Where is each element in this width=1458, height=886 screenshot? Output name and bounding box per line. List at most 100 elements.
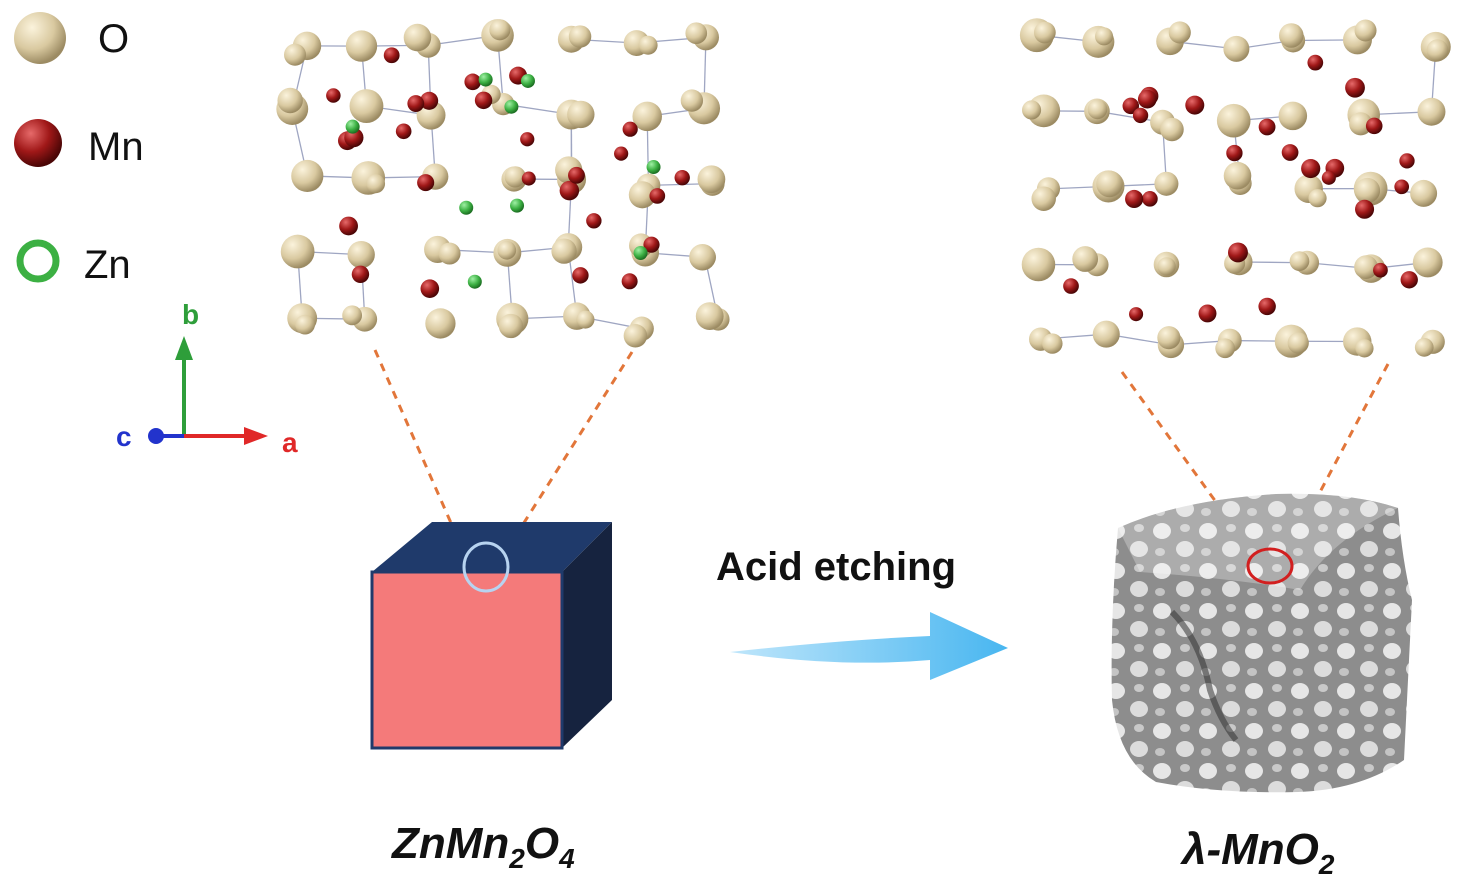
oxygen-atom-icon [277,87,303,114]
oxygen-atom-icon [403,23,432,52]
manganese-atom-icon [520,132,535,147]
oxygen-atom-icon [1087,99,1108,120]
oxygen-atom-icon [283,43,307,66]
manganese-atom-icon [1365,117,1383,135]
zoom-line [373,349,464,549]
manganese-atom-icon [407,95,425,112]
manganese-atom-icon [1228,242,1248,263]
zinc-atom-icon [345,119,360,134]
legend-item-manganese: Mn [14,119,144,169]
formula-part: O [525,819,559,868]
manganese-atom-icon [1345,77,1365,98]
oxygen-atom-icon [345,30,378,62]
formula-subscript: 4 [558,843,575,874]
b-axis-arrowhead-icon [175,336,193,360]
oxygen-atom-icon [1072,246,1099,272]
manganese-atom-icon [1122,97,1140,115]
oxygen-atom-icon [632,101,662,132]
oxygen-atom-icon [1355,339,1374,358]
zoom-circle-icon [1246,547,1294,585]
oxygen-atom-icon [295,314,315,335]
zoom-line [506,351,634,549]
oxygen-atom-icon [291,159,324,193]
manganese-atom-icon [1355,199,1375,219]
porous-cube-top-shade [1118,493,1398,590]
oxygen-atom-icon [1157,326,1181,350]
manganese-sphere-icon [14,119,62,167]
zinc-atom-icon [646,160,661,175]
manganese-atom-icon [395,123,412,140]
manganese-atom-icon [1258,118,1276,136]
oxygen-atom-icon [697,165,726,194]
manganese-atom-icon [568,166,585,184]
oxygen-atom-icon [695,302,724,331]
cube-top-face [372,522,612,572]
oxygen-atom-icon [1031,186,1056,211]
oxygen-atom-icon [1215,338,1235,359]
zinc-ring-icon [16,239,60,283]
legend-item-zinc: Zn [16,239,131,287]
zoom-lines-left [373,349,634,549]
manganese-atom-icon [383,47,400,64]
oxygen-atom-icon [638,35,658,55]
oxygen-atom-icon [1216,103,1251,138]
oxygen-atom-icon [504,166,526,188]
manganese-atom-icon [344,127,364,148]
manganese-atom-icon [643,236,660,253]
manganese-atom-icon [1307,54,1324,71]
manganese-atom-icon [1400,271,1418,289]
manganese-atom-icon [1321,170,1336,185]
manganese-atom-icon [614,146,629,161]
oxygen-atom-icon [1278,101,1308,131]
legend-label-oxygen: O [98,17,129,61]
oxygen-atom-icon [1092,320,1120,348]
oxygen-atom-icon [1160,117,1184,142]
oxygen-atom-icon [498,313,524,339]
b-axis-label: b [182,299,199,330]
formula-subscript: 2 [1318,849,1335,880]
oxygen-atom-icon [342,305,363,326]
manganese-atom-icon [1373,262,1388,278]
znmn2o4-cube [370,522,612,750]
oxygen-atom-icon [349,89,384,123]
formula-subscript: 2 [508,843,525,874]
zinc-atom-icon [633,245,648,260]
manganese-atom-icon [464,73,482,91]
oxygen-atom-icon [1308,189,1327,208]
legend-item-oxygen: O [14,12,129,64]
manganese-atom-icon [586,213,602,229]
manganese-atom-icon [420,279,440,298]
zinc-atom-icon [478,72,493,87]
manganese-atom-icon [1129,307,1144,322]
oxygen-atom-icon [1354,19,1377,42]
oxygen-atom-icon [1287,332,1309,354]
mno2-porous-cube [1111,493,1412,793]
manganese-atom-icon [420,91,439,110]
manganese-atom-icon [1132,107,1149,124]
manganese-atom-icon [1142,191,1158,207]
oxygen-atom-icon [1094,27,1114,46]
oxygen-atom-icon [1412,247,1443,278]
manganese-atom-icon [1394,179,1410,195]
mno2-crystal-structure [1019,18,1451,359]
formula-part: λ-MnO [1180,825,1319,874]
manganese-atom-icon [326,88,341,103]
legend: O Mn Zn [14,12,144,287]
oxygen-atom-icon [1223,161,1252,190]
oxygen-atom-icon [1354,177,1381,204]
process-arrow: Acid etching [716,545,1008,680]
manganese-atom-icon [649,188,666,204]
oxygen-atom-icon [1279,23,1304,48]
cube-front-face [370,570,564,750]
oxygen-atom-icon [567,100,595,129]
oxygen-atom-icon [689,244,716,271]
oxygen-atom-icon [1426,39,1449,61]
oxygen-atom-icon [1021,100,1042,120]
oxygen-atom-icon [551,238,577,264]
znmn2o4-crystal-structure [276,19,730,348]
oxygen-atom-icon [1021,247,1056,282]
axes-indicator: b a c [116,299,298,458]
oxygen-atom-icon [685,22,708,45]
zinc-atom-icon [467,274,482,289]
